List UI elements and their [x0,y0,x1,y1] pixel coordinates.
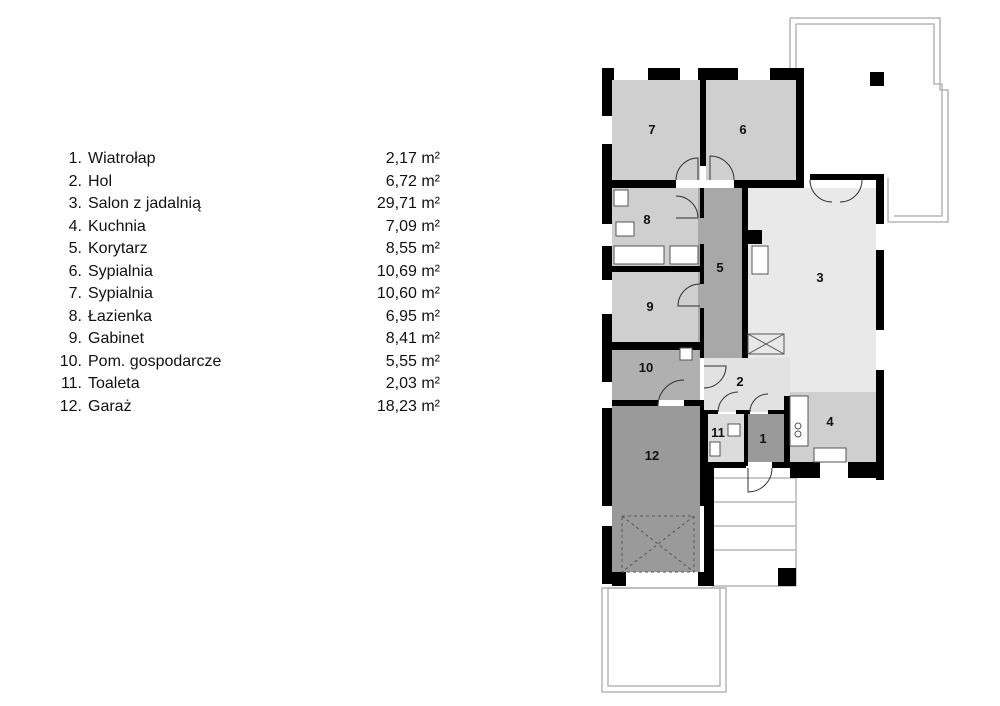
toilet [709,441,721,457]
room-label-2: 2 [736,374,743,389]
legend-row: 6. Sypialnia 10,69 m² [50,261,440,284]
garage-hatch [621,515,695,573]
legend-room-area: 29,71 m² [376,195,440,212]
legend-number: 8. [68,307,82,325]
room-label-12: 12 [645,448,659,463]
terrace-column [870,72,884,86]
legend-room-name: Kuchnia [88,217,146,235]
room-label-11: 11 [711,425,725,440]
legend-number: 4. [68,217,82,235]
legend-room-area: 10,60 m² [376,285,440,302]
room-7 [612,80,700,180]
legend-row: 5. Korytarz 8,55 m² [50,238,440,261]
terrace-outlines [601,17,949,693]
legend-number: 3. [68,195,82,212]
room-2 [704,358,790,412]
room-fills [612,80,876,572]
room-label-10: 10 [639,360,653,375]
legend-room-area: 8,41 m² [385,330,440,347]
bath-fixture [615,221,635,237]
bathtub [613,245,665,265]
legend-room-area: 7,09 m² [385,217,440,235]
legend-number: 11. [60,375,82,392]
sink [727,423,741,437]
legend-number: 6. [68,262,82,280]
legend-row: 11. Toaleta 2,03 m² [50,373,440,396]
legend-room-area: 2,03 m² [385,375,440,392]
legend-number: 7. [68,285,82,302]
legend-row: 2. Hol 6,72 m² [50,171,440,194]
legend-row: 9. Gabinet 8,41 m² [50,328,440,351]
legend-room-name: Sypialnia [88,262,153,280]
legend-row: 10. Pom. gospodarcze 5,55 m² [50,351,440,374]
shower [669,245,699,265]
legend-room-area: 5,55 m² [385,352,440,370]
legend-number: 12. [59,397,82,415]
room-label-4: 4 [826,414,834,429]
legend-row: 8. Łazienka 6,95 m² [50,306,440,329]
room-label-7: 7 [648,122,655,137]
room-1 [748,414,784,462]
room-label-6: 6 [739,122,746,137]
door-arc [675,195,699,219]
room-12 [612,406,700,572]
room-label-3: 3 [816,270,823,285]
room-label-1: 1 [759,431,766,446]
kitchen-counter [789,395,809,447]
fixtures [613,189,847,573]
legend-room-area: 2,17 m² [385,150,440,167]
kitchen-sink [813,447,847,463]
legend-room-name: Salon z jadalnią [88,195,201,212]
legend-room-area: 10,69 m² [376,262,440,280]
door-arc [747,467,773,493]
legend-room-area: 6,72 m² [385,172,440,190]
room-9 [612,272,700,342]
legend-room-name: Hol [88,172,113,190]
legend-number: 5. [68,240,82,257]
room-label-8: 8 [643,212,650,227]
door-arc [675,157,699,181]
legend-room-area: 6,95 m² [385,307,440,325]
legend-number: 9. [68,330,82,347]
legend-row: 12. Garaż 18,23 m² [50,396,440,419]
legend-row: 7. Sypialnia 10,60 m² [50,283,440,306]
legend-room-name: Toaleta [88,375,140,392]
bath-fixture [613,189,629,207]
legend-room-name: Pom. gospodarcze [88,352,222,370]
utility-fixture [679,347,693,361]
chimney [751,245,769,275]
legend-room-name: Łazienka [88,307,153,325]
legend-row: 4. Kuchnia 7,09 m² [50,216,440,239]
legend-room-name: Wiatrołap [88,150,156,167]
legend-row: 1. Wiatrołap 2,17 m² [50,148,440,171]
legend-number: 1. [68,150,82,167]
stair-fixture [747,333,785,355]
room-5 [698,188,742,358]
legend-room-name: Garaż [88,397,132,415]
walls [602,68,884,586]
legend-row: 3. Salon z jadalnią 29,71 m² [50,193,440,216]
legend-room-area: 8,55 m² [385,240,440,257]
room-labels: 1 2 3 4 5 6 7 8 9 10 11 12 [639,122,835,463]
legend-number: 10. [59,352,82,370]
door-arc [677,283,701,307]
door-arc [657,379,685,407]
door-arc [839,179,863,203]
legend-room-area: 18,23 m² [376,397,440,415]
legend-room-name: Gabinet [88,330,145,347]
door-arc [749,393,769,413]
door-arc [717,391,739,413]
room-legend: 1. Wiatrołap 2,17 m² 2. Hol 6,72 m² 3. S… [50,148,440,418]
room-6 [706,80,796,180]
door-arc [703,365,727,389]
door-arc [709,155,735,181]
legend-room-name: Sypialnia [88,285,153,302]
legend-number: 2. [68,172,82,190]
doors [657,155,863,493]
door-arc [809,179,833,203]
room-label-5: 5 [716,260,723,275]
legend-room-name: Korytarz [88,240,148,257]
room-label-9: 9 [646,299,653,314]
